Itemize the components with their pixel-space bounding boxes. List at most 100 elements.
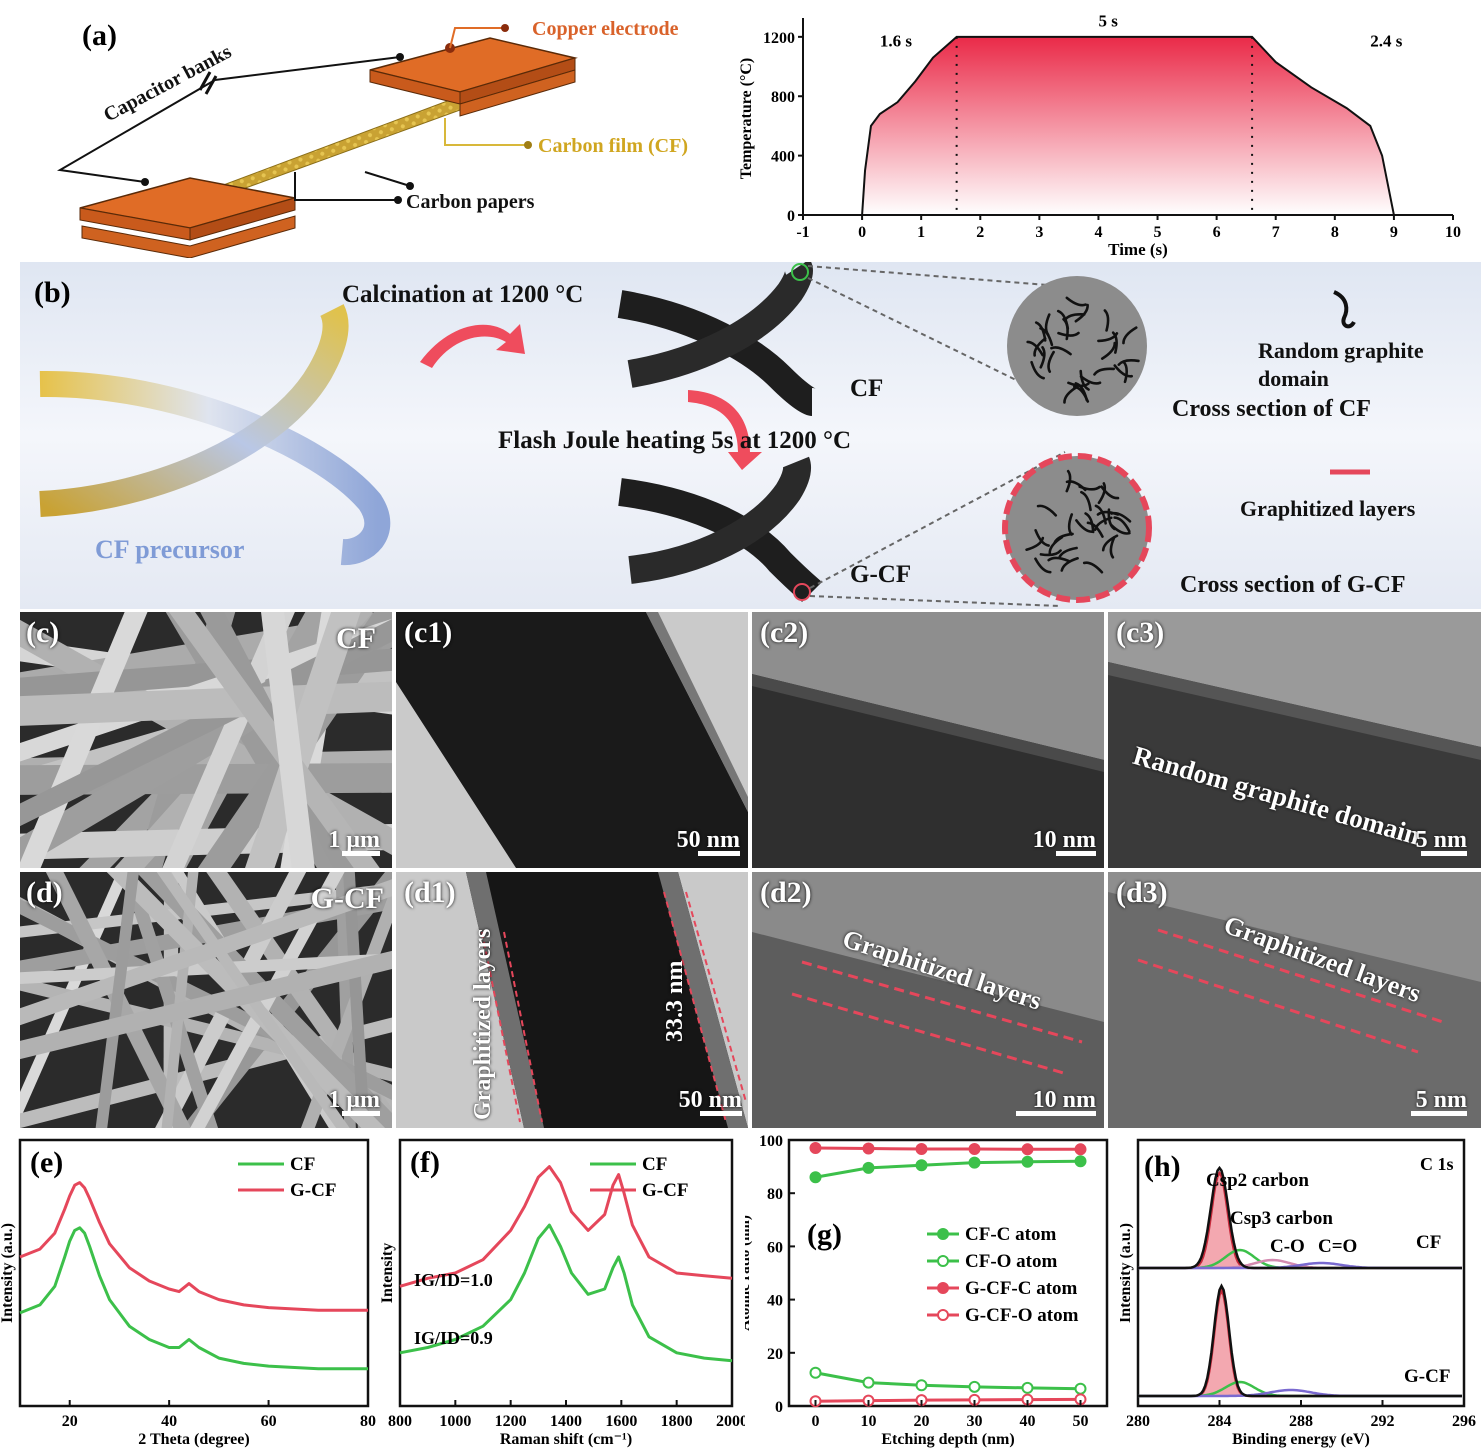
x-tick-label: 60 <box>261 1413 277 1430</box>
graphite-domain <box>1057 331 1080 337</box>
ratio-annotation: IG/ID=0.9 <box>414 1328 493 1348</box>
gcf-envelope <box>1138 1283 1462 1398</box>
x-tick-label: 1200 <box>495 1413 527 1430</box>
y-axis-label: Intensity (a.u.) <box>0 1223 16 1323</box>
micro-d1: (d1) Graphitized layers 33.3 nm 50 nm <box>396 872 748 1128</box>
plot-frame <box>18 1138 370 1408</box>
x-tick-label: 30 <box>967 1413 983 1430</box>
graphite-domain <box>1065 469 1072 493</box>
x-tick-label: 50 <box>1073 1413 1089 1430</box>
graphite-domain <box>1044 313 1051 336</box>
csp3-label: Csp3 carbon <box>1230 1208 1333 1229</box>
x-tick-label: 0 <box>858 224 866 241</box>
y-axis-label: Intensity <box>380 1243 396 1303</box>
micro-d1-label: (d1) <box>404 876 456 909</box>
legend-entry: G-CF <box>290 1180 336 1201</box>
x-tick-label: 40 <box>161 1413 177 1430</box>
sem-fiber <box>20 950 392 1060</box>
graphite-domain <box>1113 364 1133 378</box>
legend-entry: CF <box>642 1154 667 1175</box>
cross-section-gcf <box>1002 453 1152 603</box>
series-line <box>399 1223 733 1363</box>
x-tick-label: 1400 <box>550 1413 582 1430</box>
gcf-csp2-peak-fill <box>1138 1291 1464 1396</box>
series-line <box>399 1165 733 1288</box>
data-point <box>915 1379 928 1392</box>
phase-duration: 5 s <box>1098 11 1118 30</box>
graphite-domain <box>1100 485 1120 500</box>
series-line <box>19 1181 368 1312</box>
graphite-domain <box>1122 360 1128 384</box>
graphite-domain <box>1047 556 1070 563</box>
y-tick-label: 0 <box>787 208 795 225</box>
graphite-domain <box>1097 332 1119 343</box>
x-axis-label: Time (s) <box>1108 240 1168 259</box>
cf-label: CF <box>850 375 883 402</box>
graphite-domain <box>1039 346 1046 369</box>
micro-d1-annot-right: 33.3 nm <box>662 960 688 1042</box>
x-tick-label: 9 <box>1390 224 1398 241</box>
micro-c3-scale: 5 nm <box>1416 827 1467 856</box>
data-point <box>809 1171 822 1184</box>
panel-label: (e) <box>30 1146 63 1179</box>
cross-section-cf <box>1007 276 1147 416</box>
x-axis-label: Etching depth (nm) <box>881 1431 1014 1448</box>
circuit-wire <box>56 56 401 183</box>
sem-fiber <box>168 612 380 868</box>
graphite-domain <box>1026 340 1044 357</box>
temperature-area <box>803 36 1453 215</box>
random-graphite-label-2: domain <box>1258 366 1329 391</box>
data-point <box>809 1366 822 1379</box>
graphite-domain <box>1075 519 1095 533</box>
legend-marker <box>937 1309 949 1321</box>
data-point <box>809 1141 822 1154</box>
plot-frame <box>787 1138 1109 1408</box>
graphite-domain <box>1060 556 1079 572</box>
x-tick-label: 288 <box>1289 1413 1313 1430</box>
micro-c2-label: (c2) <box>760 616 809 649</box>
carbon-film-label: Carbon film (CF) <box>538 135 688 157</box>
x-tick-label: 10 <box>1445 224 1461 241</box>
series-line <box>815 1397 1081 1403</box>
data-point <box>1074 1382 1087 1395</box>
graphite-domain <box>1057 546 1078 560</box>
micro-c3: (c3) Random graphite domain 5 nm <box>1108 612 1481 868</box>
y-tick-label: 0 <box>775 1399 783 1416</box>
panel-a-label: (a) <box>82 19 117 52</box>
cross-cf-label: Cross section of CF <box>1172 396 1371 422</box>
micro-d2-scale: 10 nm <box>1016 1087 1096 1116</box>
legend-marker <box>937 1282 949 1294</box>
micro-d3-label: (d3) <box>1116 876 1168 909</box>
sem-fiber <box>95 872 140 1128</box>
micro-d: (d) G-CF 1 μm <box>20 872 392 1128</box>
calcination-label: Calcination at 1200 °C <box>342 281 583 308</box>
x-tick-label: 20 <box>914 1413 930 1430</box>
graphite-domain <box>1094 504 1107 525</box>
legend-marker <box>937 1255 949 1267</box>
graphite-domain <box>1122 326 1138 345</box>
data-point <box>862 1142 875 1155</box>
x-axis-label: 2 Theta (degree) <box>138 1431 249 1448</box>
legend-entry: G-CF <box>642 1180 688 1201</box>
data-point <box>862 1161 875 1174</box>
series-line <box>815 1146 1081 1151</box>
graphite-domain <box>1063 385 1079 404</box>
cf-spectrum-label: CF <box>1416 1232 1441 1253</box>
x-tick-label: -1 <box>796 224 809 241</box>
random-graphite-label-1: Random graphite <box>1258 338 1424 363</box>
sem-fiber <box>190 872 345 1128</box>
panel-label: (h) <box>1144 1150 1181 1183</box>
y-tick-label: 400 <box>771 149 795 166</box>
precursor-fiber-1 <box>39 370 391 566</box>
cross-gcf-label: Cross section of G-CF <box>1180 572 1406 598</box>
graphite-domain <box>1113 516 1131 533</box>
graphite-domain <box>1039 549 1062 557</box>
graphite-domain <box>1107 508 1116 531</box>
x-tick-label: 284 <box>1208 1413 1232 1430</box>
micro-c2: (c2) 10 nm <box>752 612 1104 868</box>
series-line <box>815 1159 1081 1179</box>
csp2-label: Csp2 carbon <box>1206 1170 1309 1191</box>
